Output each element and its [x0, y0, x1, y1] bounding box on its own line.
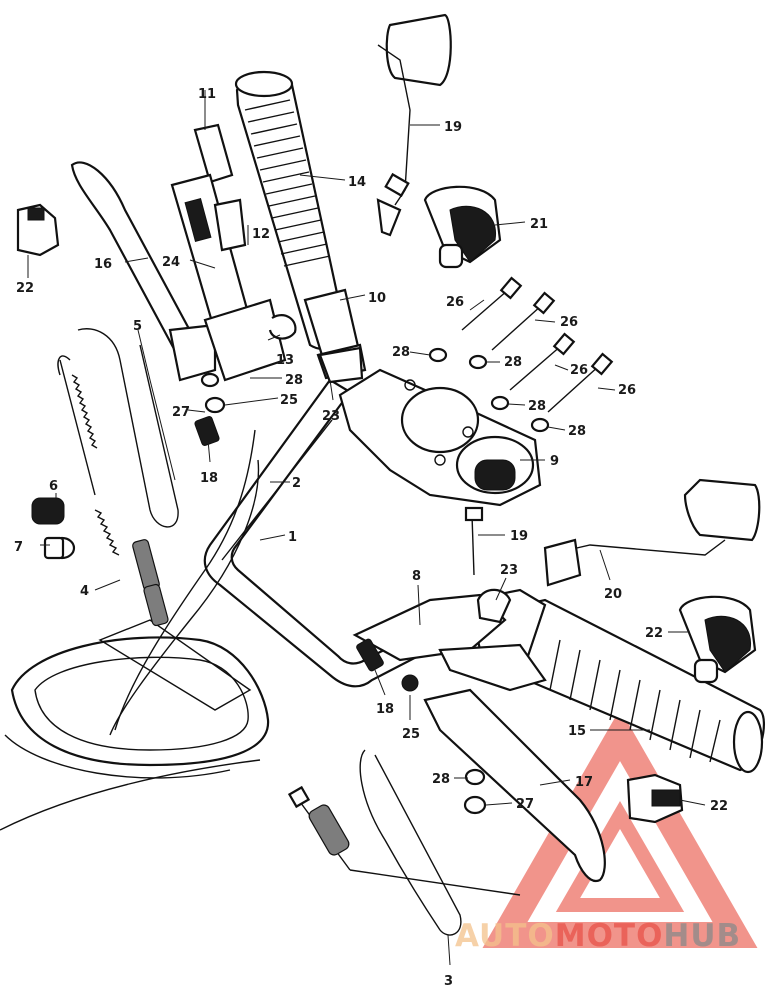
callout-3: 3 [444, 974, 453, 989]
callout-26-c: 26 [570, 363, 588, 378]
callout-10: 10 [368, 291, 386, 306]
callout-17: 17 [575, 775, 593, 790]
watermark-text: AUTOMOTOHUB [455, 918, 741, 954]
callout-21-lower: 22 [645, 626, 663, 641]
mirror-clamp-upper [423, 185, 502, 269]
svg-text:AUTOMOTOHUB: AUTOMOTOHUB [455, 918, 741, 954]
handlebar-holder [338, 368, 542, 507]
left-grip [234, 70, 367, 380]
left-mirror [376, 13, 452, 237]
watermark-word-moto: MOTO [555, 918, 664, 954]
callout-18-a: 18 [200, 471, 218, 486]
callout-16: 16 [94, 257, 112, 272]
holder-bolts [461, 276, 614, 576]
callout-11: 11 [198, 87, 216, 102]
callout-27-b: 27 [516, 797, 534, 812]
callout-2: 2 [292, 476, 301, 491]
callout-28-b: 28 [504, 355, 522, 370]
callout-28-c: 28 [528, 399, 546, 414]
callouts: 11 12 16 24 22 14 10 19 21 26 26 26 26 2… [14, 87, 728, 989]
cables [57, 328, 521, 936]
callout-13: 13 [276, 353, 294, 368]
watermark-word-hub: HUB [663, 918, 741, 954]
mirror-clamp-lower [678, 595, 757, 684]
left-switch-assembly [170, 123, 287, 382]
callout-25-a: 25 [280, 393, 298, 408]
callout-28-d: 28 [568, 424, 586, 439]
callout-27-a: 27 [172, 405, 190, 420]
leader-lines [27, 90, 706, 966]
callout-28-e: 28 [285, 373, 303, 388]
small-parts [31, 314, 512, 815]
callout-15: 15 [568, 724, 586, 739]
callout-9: 9 [550, 454, 559, 469]
callout-19-lower: 19 [510, 529, 528, 544]
callout-22-right: 22 [710, 799, 728, 814]
callout-28-f: 28 [432, 772, 450, 787]
callout-5: 5 [133, 319, 142, 334]
callout-26-a: 26 [446, 295, 464, 310]
callout-23-a: 23 [322, 409, 340, 424]
brake-lever [423, 688, 606, 883]
callout-18-b: 18 [376, 702, 394, 717]
callout-1: 1 [288, 530, 297, 545]
callout-26-d: 26 [618, 383, 636, 398]
callout-4: 4 [80, 584, 89, 599]
callout-19-upper: 19 [444, 120, 462, 135]
lever-bracket [352, 593, 547, 692]
cable-clamp-left [16, 203, 60, 257]
callout-26-b: 26 [560, 315, 578, 330]
callout-24: 24 [162, 255, 180, 270]
callout-22-left: 22 [16, 281, 34, 296]
callout-8: 8 [412, 569, 421, 584]
washers [200, 347, 550, 786]
front-cowl [0, 619, 270, 831]
watermark-word-auto: AUTO [455, 918, 555, 954]
callout-21-upper: 21 [530, 217, 548, 232]
clutch-lever [70, 161, 217, 382]
callout-6: 6 [49, 479, 58, 494]
cable-springs [71, 374, 350, 856]
callout-14: 14 [348, 175, 366, 190]
callout-25-b: 25 [402, 727, 420, 742]
callout-23-b: 23 [500, 563, 518, 578]
callout-12: 12 [252, 227, 270, 242]
right-mirror [543, 478, 761, 587]
cable-clamp-right [626, 773, 684, 824]
callout-28-a: 28 [392, 345, 410, 360]
callout-7: 7 [14, 540, 23, 555]
callout-20: 20 [604, 587, 622, 602]
